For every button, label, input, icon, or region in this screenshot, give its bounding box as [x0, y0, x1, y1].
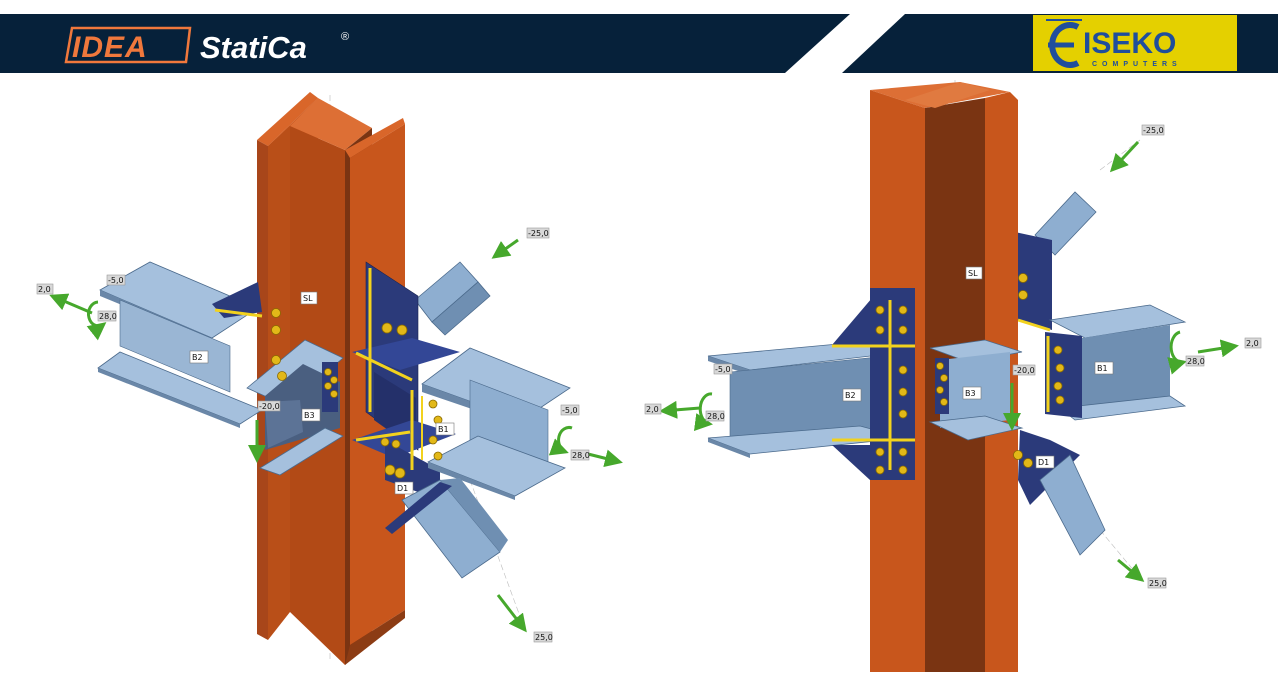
load-label: -20,0	[259, 402, 280, 411]
label-diagonal-d1: D1	[1038, 458, 1049, 467]
label-beam-b2: B2	[192, 353, 203, 362]
member-labels-right: SL B1 B2 B3 D1	[842, 266, 1114, 469]
eiseko-e-emblem-icon	[1046, 19, 1082, 68]
load-label: 2,0	[38, 285, 51, 294]
load-label: -25,0	[1143, 126, 1164, 135]
load-labels: 2,0 -5,0 28,0 -20,0 -25,0 -5,0 28,0 25,0	[36, 227, 590, 643]
load-label: -25,0	[528, 229, 549, 238]
view-right: SL B1 B2 B3 D1 -25,0 2,0 28,0 -5,0 -20,0…	[644, 80, 1262, 672]
label-column-sl: SL	[303, 294, 313, 303]
view-left: SL B2 B3 B1 D1 2,0 -5,0 28,0 -20,0 -25,0…	[36, 92, 623, 665]
beam-b2-right	[707, 288, 915, 480]
load-label: 28,0	[707, 412, 725, 421]
beam-b2	[97, 261, 263, 428]
eiseko-logo: ISEKO COMPUTERS	[1033, 15, 1237, 71]
label-beam-b3: B3	[965, 389, 976, 398]
load-label: -5,0	[715, 365, 731, 374]
label-diagonal-d1: D1	[397, 484, 408, 493]
idea-logo-mark: IDEA	[72, 31, 148, 64]
load-labels-right: -25,0 2,0 28,0 -5,0 -20,0 2,0 28,0 25,0	[644, 124, 1262, 589]
load-label: 25,0	[535, 633, 553, 642]
label-beam-b2: B2	[845, 391, 856, 400]
eiseko-sub-text: COMPUTERS	[1092, 61, 1182, 68]
load-label: 2,0	[646, 405, 659, 414]
load-label: 28,0	[572, 451, 590, 460]
statica-logo-text: StatiCa	[200, 30, 307, 65]
load-label: -5,0	[562, 406, 578, 415]
load-label: 2,0	[1246, 339, 1259, 348]
beam-b1-right	[1017, 304, 1187, 421]
label-beam-b1: B1	[1097, 364, 1108, 373]
bolts-right	[875, 273, 1065, 475]
diagonal-brace-upper	[414, 261, 491, 336]
idea-statica-logo: IDEA StatiCa ®	[64, 26, 349, 65]
load-label: -20,0	[1014, 366, 1035, 375]
load-label: 28,0	[99, 312, 117, 321]
connection-plates	[352, 261, 460, 500]
bolts	[271, 308, 443, 479]
beam-b1	[421, 347, 571, 500]
label-column-sl: SL	[968, 269, 978, 278]
member-labels: SL B2 B3 B1 D1	[189, 291, 455, 495]
diagonal-d1	[385, 478, 508, 579]
registered-mark: ®	[341, 31, 349, 43]
diagonal-brace-upper-right	[1015, 191, 1097, 330]
load-arrows-right	[659, 140, 1239, 582]
diagonal-d1-right	[1018, 430, 1106, 556]
load-label: 25,0	[1149, 579, 1167, 588]
load-label: 28,0	[1187, 357, 1205, 366]
load-label: -5,0	[108, 276, 124, 285]
label-beam-b1: B1	[438, 425, 449, 434]
label-beam-b3: B3	[304, 411, 315, 420]
eiseko-logo-text: ISEKO	[1083, 27, 1176, 60]
